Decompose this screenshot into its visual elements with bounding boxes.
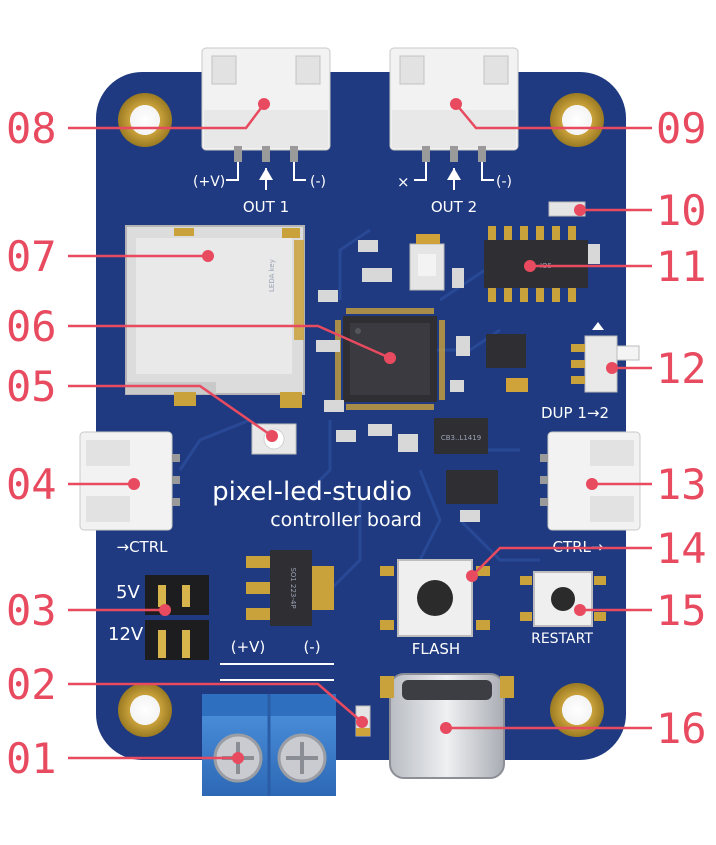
- callout-number-04: 04: [6, 460, 57, 509]
- voltage-jumper-12v[interactable]: [145, 620, 209, 660]
- out2-pin-marking: [414, 162, 494, 190]
- board-subtitle: controller board: [270, 509, 422, 531]
- out1-plus-label: (+V): [193, 174, 225, 190]
- mounting-hole-bottom-right: [550, 683, 604, 737]
- callout-number-13: 13: [656, 460, 707, 509]
- callout-number-07: 07: [6, 232, 57, 281]
- callout-number-10: 10: [656, 186, 707, 235]
- out2-label: OUT 2: [431, 198, 477, 216]
- jumper-5v-label: 5V: [116, 582, 140, 603]
- out1-pin-marking: [226, 162, 306, 190]
- out2-minus-label: (-): [496, 174, 512, 190]
- flash-label: FLASH: [412, 640, 460, 658]
- mounting-hole-top-right: [550, 93, 604, 147]
- callout-number-06: 06: [6, 302, 57, 351]
- terminal-screw-minus[interactable]: [277, 733, 327, 783]
- callout-number-15: 15: [656, 586, 707, 635]
- callout-number-02: 02: [6, 660, 57, 709]
- mounting-hole-bottom-left: [118, 683, 172, 737]
- callout-number-14: 14: [656, 524, 707, 573]
- dup-label: DUP 1→2: [541, 404, 609, 422]
- small-chip-marking: CB3..L1419: [441, 434, 481, 442]
- mounting-hole-top-left: [118, 93, 172, 147]
- voltage-regulator: SO1 223-4P: [246, 550, 334, 626]
- sd-card-slot: LEDA key: [125, 225, 305, 408]
- callout-number-11: 11: [656, 242, 707, 291]
- flash-button[interactable]: [380, 559, 490, 637]
- microcontroller-chip: [343, 316, 437, 402]
- callout-lines: [68, 103, 652, 760]
- callout-dots: [128, 98, 618, 764]
- driver-chip: IO5: [484, 226, 588, 302]
- power-minus-label: (-): [303, 638, 320, 656]
- callout-number-03: 03: [6, 586, 57, 635]
- callout-number-16: 16: [656, 704, 707, 753]
- mcu-pins: [335, 308, 445, 410]
- smd-components: CB3..L1419: [316, 201, 600, 522]
- sd-card-marking: LEDA key: [268, 259, 276, 292]
- callout-number-08: 08: [6, 104, 57, 153]
- restart-label: RESTART: [531, 631, 593, 647]
- out1-minus-label: (-): [310, 174, 326, 190]
- regulator-marking: SO1 223-4P: [289, 567, 297, 608]
- power-polarity-marks: [220, 663, 334, 681]
- ctrl-in-label: →CTRL: [117, 538, 169, 556]
- out1-label: OUT 1: [243, 198, 289, 216]
- power-plus-label: (+V): [231, 638, 266, 656]
- restart-button[interactable]: [520, 571, 606, 627]
- ctrl-in-connector: [79, 431, 180, 531]
- callout-number-01: 01: [6, 734, 57, 783]
- callout-number-09: 09: [656, 104, 707, 153]
- callout-number-05: 05: [6, 362, 57, 411]
- board-title: pixel-led-studio: [212, 477, 412, 507]
- dup-switch[interactable]: [571, 322, 640, 393]
- voltage-jumper-5v[interactable]: [145, 575, 209, 615]
- out2-x-label: ×: [397, 173, 410, 191]
- jumper-12v-label: 12V: [108, 624, 144, 645]
- callout-number-12: 12: [656, 344, 707, 393]
